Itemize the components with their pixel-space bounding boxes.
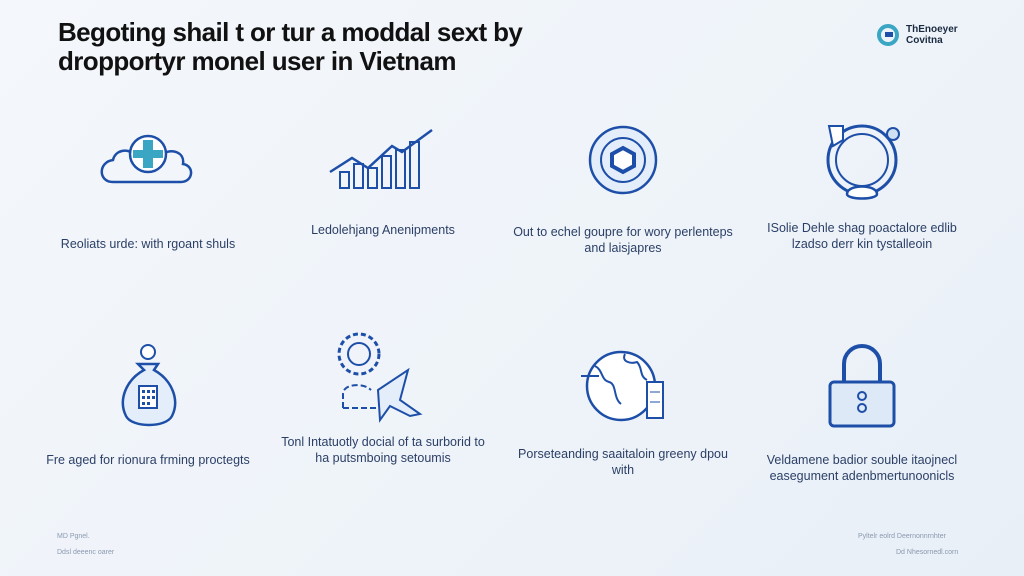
feature-label: Veldamene badior souble itaojnecl easegu… bbox=[766, 453, 958, 483]
cloud-cross-icon bbox=[100, 134, 193, 184]
logo-text-line1: ThEnoeyer bbox=[906, 24, 958, 35]
footer-left-line2: Ddsl deeenc oarer bbox=[57, 549, 115, 556]
feature-card: Fre aged for rionura frming proctegts bbox=[38, 342, 258, 468]
feature-card: Porseteanding saaitaloin greeny dpou wit… bbox=[513, 346, 733, 478]
ring-network-icon bbox=[826, 124, 900, 200]
money-bag-icon bbox=[121, 344, 177, 427]
brand-logo: ThEnoeyer Covitna bbox=[876, 22, 958, 48]
feature-card: Veldamene badior souble itaojnecl easegu… bbox=[752, 340, 972, 484]
footer-left-line1: MD Pgnel. bbox=[57, 533, 90, 540]
logo-icon bbox=[877, 24, 899, 46]
globe-card-icon bbox=[581, 350, 664, 422]
transfer-plane-icon bbox=[337, 332, 423, 423]
feature-label: Tonl Intatuotly docial of ta surborid to… bbox=[281, 435, 485, 465]
feature-label: Fre aged for rionura frming proctegts bbox=[46, 453, 250, 467]
feature-label: Out to echel goupre for wory perlenteps … bbox=[513, 225, 733, 255]
feature-card: ISolie Dehle shag poactalore edlib lzads… bbox=[752, 120, 972, 252]
feature-label: Reoliats urde: with rgoant shuls bbox=[60, 237, 236, 251]
feature-card: Reoliats urde: with rgoant shuls bbox=[38, 122, 258, 252]
growth-chart-icon bbox=[329, 128, 433, 189]
feature-card: Tonl Intatuotly docial of ta surborid to… bbox=[273, 332, 493, 466]
page-title: Begoting shail t or tur a moddal sext by… bbox=[58, 17, 523, 76]
feature-card: Ledolehjang Anenipments bbox=[273, 128, 493, 238]
logo-text-line2: Covitna bbox=[906, 35, 943, 46]
footer-right-line1: Pyltelr eolrd Deernonnrnhter bbox=[858, 533, 946, 540]
feature-label: Ledolehjang Anenipments bbox=[311, 223, 455, 237]
hexagon-coin-icon bbox=[588, 125, 658, 195]
footer-right-line2: Dd Nhesornedl.corn bbox=[896, 549, 959, 556]
feature-label: ISolie Dehle shag poactalore edlib lzads… bbox=[767, 221, 957, 251]
padlock-icon bbox=[828, 344, 896, 428]
feature-label: Porseteanding saaitaloin greeny dpou wit… bbox=[518, 447, 728, 477]
feature-card: Out to echel goupre for wory perlenteps … bbox=[513, 124, 733, 256]
